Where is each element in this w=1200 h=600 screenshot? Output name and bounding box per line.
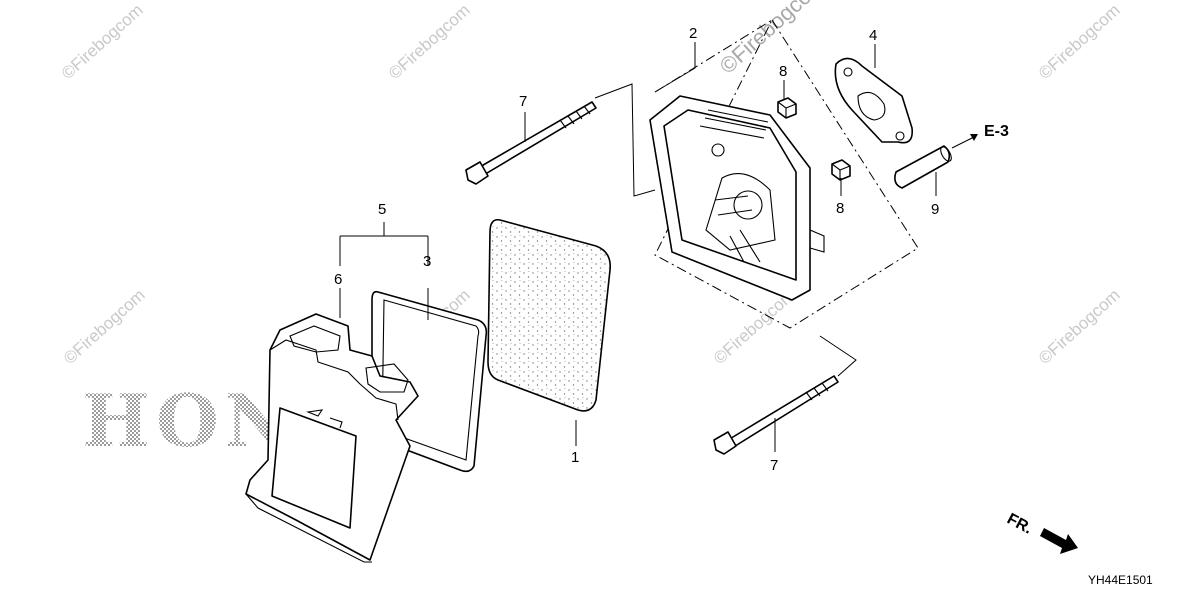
part-8-nut-top bbox=[777, 97, 797, 119]
part-9-tube bbox=[894, 145, 952, 189]
callout-part-7-bottom: 7 bbox=[770, 457, 778, 474]
part-7-bolt-bottom bbox=[713, 375, 839, 455]
reference-arrow-line bbox=[951, 135, 977, 149]
watermark-text-large: ©Firebogcom bbox=[715, 0, 830, 79]
watermark-text: ©Firebogcom bbox=[58, 0, 147, 83]
watermark-text: ©Firebogcom bbox=[1035, 0, 1124, 83]
callout-part-3: 3 bbox=[423, 253, 431, 270]
part-2-air-cleaner-case bbox=[649, 18, 919, 329]
part-1-air-filter-element bbox=[487, 218, 612, 412]
callout-part-1: 1 bbox=[571, 449, 579, 466]
direction-label: FR. bbox=[1004, 511, 1035, 538]
callout-part-5: 5 bbox=[378, 201, 386, 218]
part-8-nut-bottom bbox=[831, 159, 851, 181]
watermark-text: ©Firebogcom bbox=[385, 0, 474, 83]
callout-part-7-top: 7 bbox=[519, 93, 527, 110]
reference-arrow-head bbox=[970, 134, 978, 141]
callout-part-2: 2 bbox=[689, 25, 697, 42]
watermark-text: ©Firebogcom bbox=[60, 285, 149, 368]
watermark-group-large: ©Firebogcom bbox=[715, 0, 830, 79]
part-4-gasket bbox=[834, 57, 914, 144]
leader-lines bbox=[339, 42, 937, 452]
part-7-bolt-top bbox=[465, 101, 597, 185]
callout-part-8-top: 8 bbox=[779, 63, 787, 80]
callout-part-4: 4 bbox=[869, 27, 877, 44]
callout-part-8-bottom: 8 bbox=[836, 200, 844, 217]
front-direction-indicator: FR. bbox=[1004, 511, 1078, 554]
diagram-code: YH44E1501 bbox=[1088, 573, 1153, 587]
watermark-text: ©Firebogcom bbox=[1035, 285, 1124, 368]
part-6-air-cleaner-cover bbox=[245, 313, 419, 563]
callout-part-9: 9 bbox=[931, 201, 939, 218]
part-3-cover-gasket bbox=[371, 290, 488, 473]
direction-arrow-icon bbox=[1040, 528, 1078, 554]
callout-part-6: 6 bbox=[334, 271, 342, 288]
reference-e3: E-3 bbox=[951, 123, 1009, 149]
reference-label: E-3 bbox=[984, 123, 1009, 140]
